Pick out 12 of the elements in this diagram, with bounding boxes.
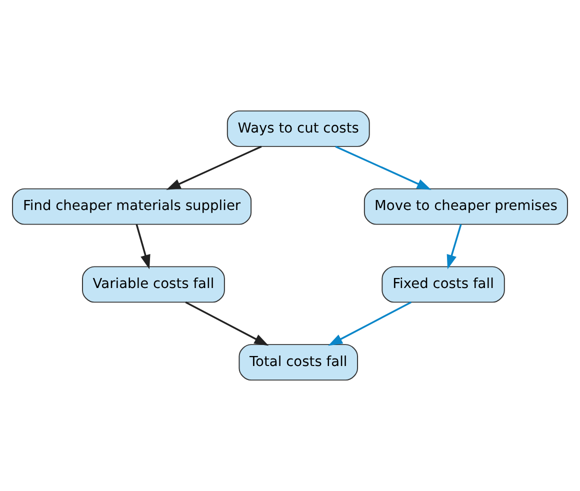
- node-box: Find cheaper materials supplier: [12, 188, 252, 225]
- node-box: Variable costs fall: [82, 266, 225, 303]
- arrow: [335, 146, 432, 190]
- node-box: Fixed costs fall: [382, 266, 505, 303]
- arrow: [446, 224, 462, 270]
- node-box: Total costs fall: [238, 344, 358, 381]
- arrow: [328, 301, 412, 346]
- arrow: [185, 301, 269, 346]
- node-box: Ways to cut costs: [226, 110, 370, 147]
- node-box: Move to cheaper premises: [364, 188, 568, 225]
- arrow: [166, 146, 262, 190]
- arrow: [136, 224, 150, 270]
